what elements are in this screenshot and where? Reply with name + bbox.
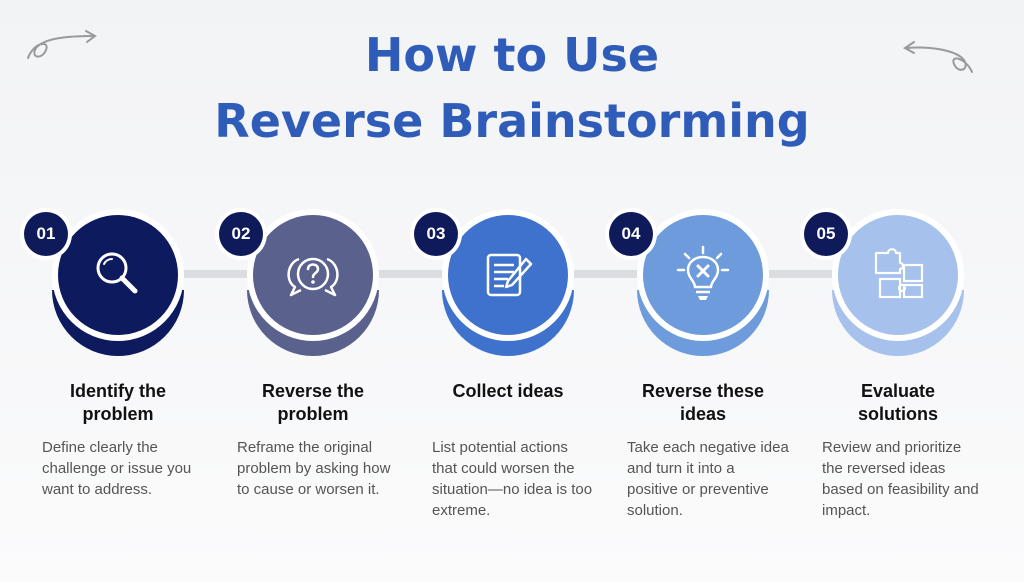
- step-description: Reframe the original problem by asking h…: [237, 439, 391, 498]
- lightbulb-x-icon: [676, 245, 730, 300]
- page-title-line-1: How to Use: [364, 28, 660, 82]
- notepad-pen-icon: [486, 253, 533, 297]
- puzzle-icon: [874, 248, 924, 299]
- step-number-badge: 04: [609, 212, 653, 256]
- step-circle: [838, 215, 958, 335]
- curly-arrow-right-icon: [903, 41, 973, 73]
- step-description: Take each negative idea and turn it into…: [627, 439, 789, 519]
- question-chat-icon: [287, 257, 339, 297]
- step-number-badge: 02: [219, 212, 263, 256]
- step-circle: [643, 215, 763, 335]
- step-title: Collect ideas: [452, 381, 564, 401]
- magnifier-icon: [96, 252, 138, 294]
- step-number-badge: 01: [24, 212, 68, 256]
- step-circle: [448, 215, 568, 335]
- step-circle: [58, 215, 178, 335]
- step-description: Define clearly the challenge or issue yo…: [42, 439, 192, 498]
- step-description: List potential actions that could worsen…: [432, 439, 593, 519]
- step-number-badge: 03: [414, 212, 458, 256]
- step-number-badge: 05: [804, 212, 848, 256]
- step-description: Review and prioritize the reversed ideas…: [822, 439, 979, 519]
- step-3: 03 Collect ideas List potential actions …: [410, 0, 606, 582]
- curly-arrow-left-icon: [27, 30, 97, 59]
- page-title-line-2: Reverse Brainstorming: [214, 94, 810, 148]
